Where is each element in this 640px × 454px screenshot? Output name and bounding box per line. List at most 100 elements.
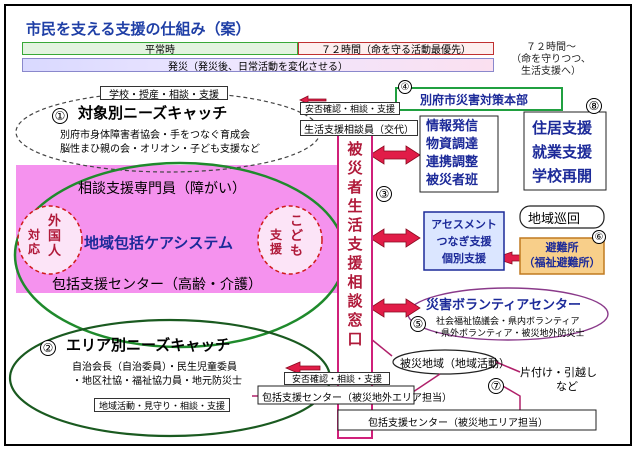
window-char6: 支 (347, 235, 363, 253)
number-1: ① (52, 108, 68, 124)
band-72h: ７２時間（命を守る活動最優先） (298, 42, 494, 56)
cleanup-etc: など (556, 380, 578, 393)
band-72h-after-line3: 生活支援へ） (521, 66, 581, 77)
foreign-side-char1: 対 (28, 228, 41, 242)
top-staff: 生活支援相談員（交代） (300, 120, 418, 136)
unit-supplies: 物資調達 (426, 137, 479, 152)
area-line1: 自治会長（自治委員）・民生児童委員 (72, 362, 237, 373)
hq-rect (395, 87, 563, 111)
child-side-char1: 支 (270, 228, 283, 242)
shelter-line1: 避難所 (545, 241, 579, 254)
child-vertical: こ ど も (290, 214, 303, 259)
shelter-box: 避難所 （福祉避難所） (522, 240, 602, 270)
center-outside: 包括支援センター（被災地外エリア担当） (262, 393, 452, 404)
window-char9: 談 (347, 292, 363, 310)
child-side-char2: 援 (270, 242, 283, 256)
arrow-assess (369, 228, 421, 248)
volunteer-line1: 社会福祉協議会・県内ボランティア (436, 317, 580, 327)
foreign-char1: 外 (48, 214, 62, 229)
window-char11: 口 (347, 330, 363, 348)
page-title: 市民を支える支援の仕組み（案） (26, 20, 251, 38)
unit-info: 情報発信 (426, 119, 479, 134)
services-list: 住居支援 就業支援 学校再開 (532, 116, 592, 188)
assessment-rect (423, 211, 505, 271)
band-72h-after-line2: （命を守りつつ、 (511, 54, 591, 65)
window-char7: 援 (347, 254, 363, 272)
center-inside: 包括支援センター（被災地エリア担当） (368, 418, 548, 429)
service-employment: 就業支援 (532, 143, 593, 161)
child-char3: も (290, 244, 304, 259)
foreign-char2: 国 (48, 229, 62, 244)
care-system-label: 地域包括ケアシステム (84, 234, 233, 252)
window-char3: 者 (347, 178, 363, 196)
link-area-center-outside (409, 373, 441, 395)
units-rect (419, 115, 499, 193)
number-5: ⑤ (410, 316, 426, 332)
foreign-circle (17, 205, 83, 275)
number-7: ⑦ (488, 378, 504, 394)
window-char10: 窓 (347, 311, 363, 329)
band-72h-after: ７２時間～ （命を守りつつ、 生活支援へ） (494, 42, 608, 77)
comprehensive-center-label: 包括支援センター（高齢・介護） (52, 277, 262, 293)
window-vertical-text: 被 災 者 生 活 支 援 相 談 窓 口 (345, 140, 365, 349)
shelter-rect (519, 237, 605, 275)
assessment-box: アセスメント つなぎ支援 個別支援 (428, 216, 500, 267)
top-tag: 学校・授産・相談・支援 (100, 86, 228, 101)
number-2: ② (40, 340, 56, 356)
top-heading: 対象別ニーズキャッチ (78, 104, 228, 122)
top-line1: 別府市身体障害者協会・手をつなぐ育成会 (60, 130, 250, 141)
number-8: ⑧ (586, 98, 602, 114)
child-char1: こ (290, 214, 304, 229)
link-area-cleanup (495, 361, 521, 373)
number-4: ④ (398, 80, 412, 94)
arrow-hq (369, 145, 421, 165)
band-normal: 平常時 (22, 42, 298, 56)
area-confirm: 安否確認・相談・支援 (284, 372, 390, 385)
child-circle (257, 205, 323, 275)
band-disaster: 発災（発災後、日常活動を変化させる） (22, 58, 494, 73)
assessment-line3: 個別支援 (442, 252, 486, 265)
volunteer-name: 災害ボランティアセンター (426, 298, 581, 313)
top-line2: 脳性まひ親の会・オリオン・子ども支援など (60, 144, 260, 155)
unit-coordination: 連携調整 (426, 155, 479, 170)
hq-units: 情報発信 物資調達 連携調整 被災者班 (426, 118, 478, 190)
service-housing: 住居支援 (532, 119, 593, 137)
number-3: ③ (376, 186, 392, 202)
volunteer-line2: ・県外ボランティア・被災地外防災士 (432, 329, 585, 339)
disaster-area-name: 被災地域（地域活動） (400, 357, 510, 370)
center-inside-rect (337, 409, 597, 431)
center-outside-rect (257, 385, 415, 405)
unit-victims: 被災者班 (426, 173, 479, 188)
child-side: 支 援 (270, 228, 282, 256)
window-char1: 被 (347, 140, 363, 158)
foreign-side: 対 応 (28, 228, 40, 256)
band-72h-after-line1: ７２時間～ (526, 42, 576, 53)
hq-name: 別府市災害対策本部 (420, 93, 529, 107)
window-char5: 活 (347, 216, 363, 234)
link-area-center-inside (495, 381, 521, 412)
window-char4: 生 (347, 197, 363, 215)
services-rect (523, 111, 607, 191)
assessment-line1: アセスメント (431, 218, 497, 231)
shelter-line2: （福祉避難所） (523, 256, 601, 269)
area-tag: 地域活動・見守り・相談・支援 (94, 398, 230, 412)
cleanup-label: 片付け・引越し (520, 366, 597, 379)
area-line2: ・地区社協・福祉協力員・地元防災士 (72, 376, 242, 387)
assessment-line2: つなぎ支援 (436, 235, 492, 248)
foreign-vertical: 外 国 人 (48, 214, 61, 259)
child-char2: ど (290, 229, 304, 244)
specialist-label: 相談支援専門員（障がい） (78, 181, 246, 197)
window-char2: 災 (347, 159, 363, 177)
arrow-volunteer (369, 298, 421, 318)
window-char8: 相 (347, 273, 363, 291)
area-heading: エリア別ニーズキャッチ (66, 336, 231, 354)
foreign-side-char2: 応 (28, 242, 41, 256)
patrol-label: 地域巡回 (528, 212, 581, 227)
number-6: ⑥ (592, 230, 606, 244)
top-confirm: 安否確認・相談・支援 (300, 102, 400, 115)
foreign-char3: 人 (48, 244, 62, 259)
patrol-shape (519, 205, 605, 229)
service-school: 学校再開 (532, 167, 593, 185)
